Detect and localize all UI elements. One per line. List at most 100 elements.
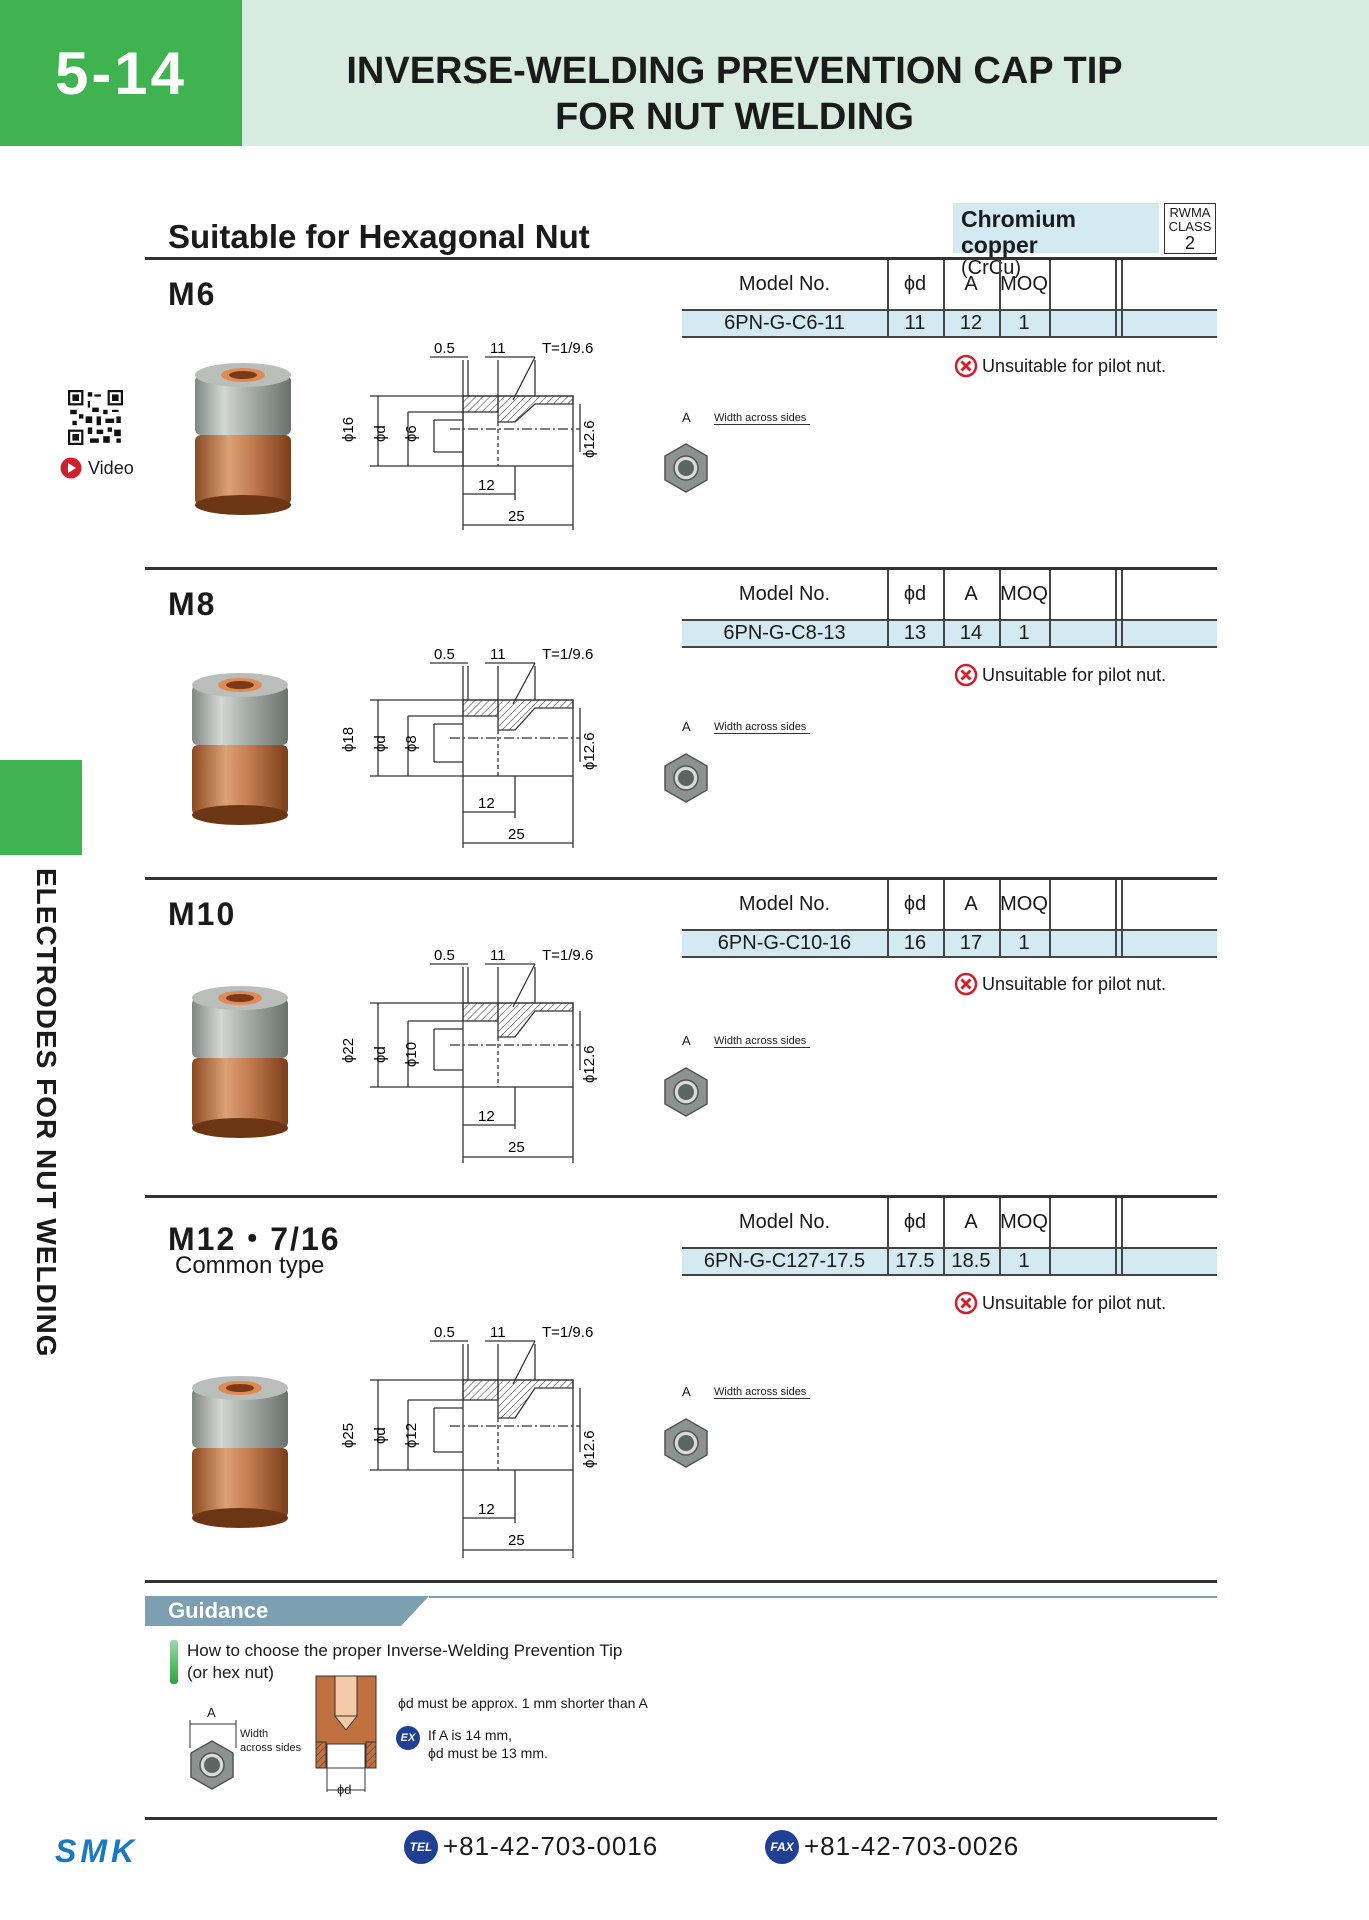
tel-number[interactable]: +81-42-703-0016 xyxy=(443,1831,659,1861)
hex-nut-icon xyxy=(664,1067,708,1117)
side-label-text: ELECTRODES FOR NUT WELDING xyxy=(31,868,62,1358)
unsuitable-text: Unsuitable for pilot nut. xyxy=(982,973,1167,994)
example-line2: ϕd must be 13 mm. xyxy=(428,1745,548,1761)
cap-tip-photo xyxy=(192,673,288,825)
model-number: 6PN-G-C6-11 xyxy=(724,312,845,334)
a-value: 14 xyxy=(959,622,983,644)
moq-value: 1 xyxy=(1018,1250,1030,1272)
dim-inner: ϕ6 xyxy=(403,425,420,442)
spec-table-m12: Model No. ϕd A MOQ 6PN-G-C127-17.5 17.5 … xyxy=(682,1198,1217,1278)
nut-a-label: A xyxy=(682,410,691,425)
hex-nut-icon xyxy=(664,443,708,493)
moq-value: 1 xyxy=(1018,932,1030,954)
example-line1: If A is 14 mm, xyxy=(428,1727,513,1743)
dim-25: 25 xyxy=(508,508,525,525)
guidance-width-line2: across sides xyxy=(240,1742,302,1754)
page-title-line1: INVERSE-WELDING PREVENTION CAP TIP xyxy=(346,50,1123,92)
technical-drawing-m12: 0.5 11 T=1/9.6 12 25 ϕ25 ϕd ϕ12 ϕ12.6 xyxy=(340,1324,598,1558)
dim-126: ϕ12.6 xyxy=(581,732,598,770)
rwma-class-label: CLASS xyxy=(1168,219,1212,234)
guidance-width-line1: Width xyxy=(240,1728,269,1740)
guidance-bar xyxy=(145,1596,1217,1626)
unsuitable-note: Unsuitable for pilot nut. xyxy=(954,972,1166,996)
unsuitable-text: Unsuitable for pilot nut. xyxy=(982,664,1167,685)
spec-table-m8: Model No. ϕd A MOQ 6PN-G-C8-13 13 14 1 xyxy=(682,570,1217,650)
dim-t: T=1/9.6 xyxy=(542,947,593,964)
section-title-m8: M8 xyxy=(168,586,217,622)
material-code: (CrCu) xyxy=(961,257,1021,279)
divider xyxy=(145,1580,1217,1583)
nut-width-label: Width across sides xyxy=(714,721,811,734)
section-heading: Suitable for Hexagonal Nut xyxy=(168,218,590,255)
unsuitable-text: Unsuitable for pilot nut. xyxy=(982,355,1167,376)
dim-11: 11 xyxy=(490,646,506,663)
divider xyxy=(145,567,1217,570)
d-value: 16 xyxy=(903,932,927,954)
d-header: ϕd xyxy=(903,893,927,915)
dim-05: 0.5 xyxy=(434,646,455,663)
dim-outer: ϕ18 xyxy=(340,727,357,752)
fax-number[interactable]: +81-42-703-0026 xyxy=(804,1831,1020,1861)
a-value: 17 xyxy=(959,932,983,954)
nut-width-label: Width across sides xyxy=(714,412,811,425)
guidance-label: Guidance xyxy=(168,1598,269,1623)
guidance-a-label: A xyxy=(207,1705,216,1720)
dim-11: 11 xyxy=(490,947,506,964)
side-label: ELECTRODES FOR NUT WELDING xyxy=(30,868,70,1388)
section-title-m10: M10 xyxy=(168,896,237,932)
smk-logo-text: SMK xyxy=(55,1836,138,1866)
spec-header-row: Model No. ϕd A MOQ xyxy=(682,1198,1217,1249)
divider xyxy=(145,877,1217,880)
qr-code-icon[interactable] xyxy=(68,390,123,445)
a-header: A xyxy=(964,583,978,605)
moq-value: 1 xyxy=(1018,312,1030,334)
nut-width-label: Width across sides xyxy=(714,1035,811,1048)
dim-phid: ϕd xyxy=(372,425,389,442)
unsuitable-text: Unsuitable for pilot nut. xyxy=(982,1292,1167,1313)
nut-width-label: Width across sides xyxy=(714,1386,811,1399)
example-badge-icon: EX xyxy=(396,1726,420,1750)
dim-phid: ϕd xyxy=(372,1046,389,1063)
video-label: Video xyxy=(88,457,134,478)
d-header: ϕd xyxy=(903,273,927,295)
warning-x-icon xyxy=(954,1291,978,1315)
cap-tip-photo xyxy=(195,363,291,515)
dim-t: T=1/9.6 xyxy=(542,340,593,357)
rwma-class-value: 2 xyxy=(1184,233,1195,253)
technical-drawing-m6: 0.5 11 T=1/9.6 12 25 ϕ16 ϕd ϕ6 ϕ12.6 A xyxy=(340,340,598,530)
title-band xyxy=(242,0,1369,146)
d-value: 11 xyxy=(904,312,926,334)
a-header: A xyxy=(964,1211,978,1233)
moq-value: 1 xyxy=(1018,622,1030,644)
dim-outer: ϕ25 xyxy=(340,1423,357,1448)
page-number: 5-14 xyxy=(0,0,242,146)
dim-phid: ϕd xyxy=(372,1427,389,1444)
hex-nut-icon xyxy=(664,1418,708,1468)
model-header: Model No. xyxy=(738,273,831,295)
page-title-line2: FOR NUT WELDING xyxy=(555,96,914,138)
nut-a-label: A xyxy=(682,1384,691,1399)
unsuitable-note: Unsuitable for pilot nut. xyxy=(954,354,1166,378)
dim-inner: ϕ8 xyxy=(403,735,420,752)
dim-11: 11 xyxy=(490,1324,506,1341)
model-number: 6PN-G-C8-13 xyxy=(723,622,846,644)
rwma-class-box: RWMA CLASS 2 xyxy=(1164,203,1216,254)
model-header: Model No. xyxy=(738,893,831,915)
model-header: Model No. xyxy=(738,1211,831,1233)
d-value: 17.5 xyxy=(895,1250,935,1272)
guidance-phid-label: ϕd xyxy=(337,1782,352,1797)
dim-inner: ϕ12 xyxy=(403,1423,420,1448)
warning-x-icon xyxy=(954,663,978,687)
d-value: 13 xyxy=(903,622,927,644)
dim-126: ϕ12.6 xyxy=(581,1430,598,1468)
material-box: Chromium copper (CrCu) xyxy=(953,203,1159,278)
dim-25: 25 xyxy=(508,826,525,843)
guidance-title-sub: (or hex nut) xyxy=(187,1663,274,1682)
page-title: INVERSE-WELDING PREVENTION CAP TIP FOR N… xyxy=(242,48,1227,140)
dim-25: 25 xyxy=(508,1139,525,1156)
moq-header: MOQ xyxy=(1000,583,1048,605)
video-link[interactable]: Video xyxy=(60,457,134,479)
hex-nut-icon xyxy=(664,753,708,803)
a-value: 18.5 xyxy=(951,1250,991,1272)
